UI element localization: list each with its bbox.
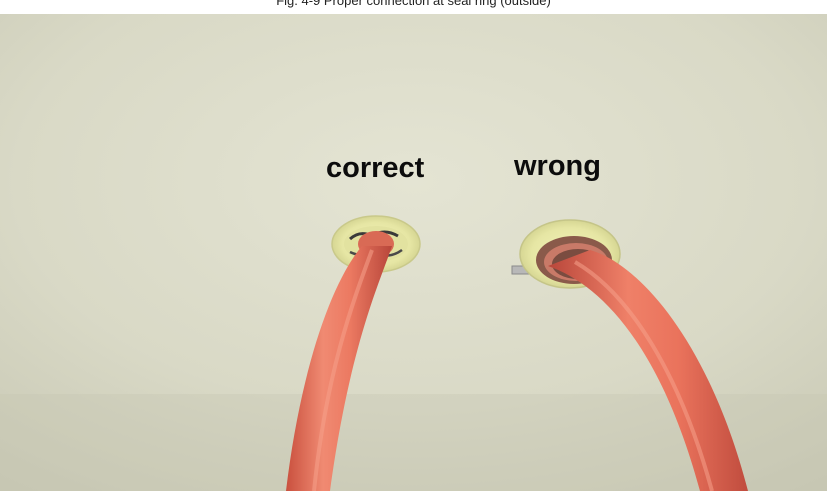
hose-correct [286, 246, 392, 491]
hose-wrong [548, 250, 748, 491]
photo-illustration [0, 14, 827, 491]
label-wrong: wrong [514, 150, 601, 182]
figure-caption: Fig. 4-9 Proper connection at seal ring … [276, 0, 551, 8]
label-correct: correct [326, 152, 425, 184]
photo [0, 14, 827, 491]
